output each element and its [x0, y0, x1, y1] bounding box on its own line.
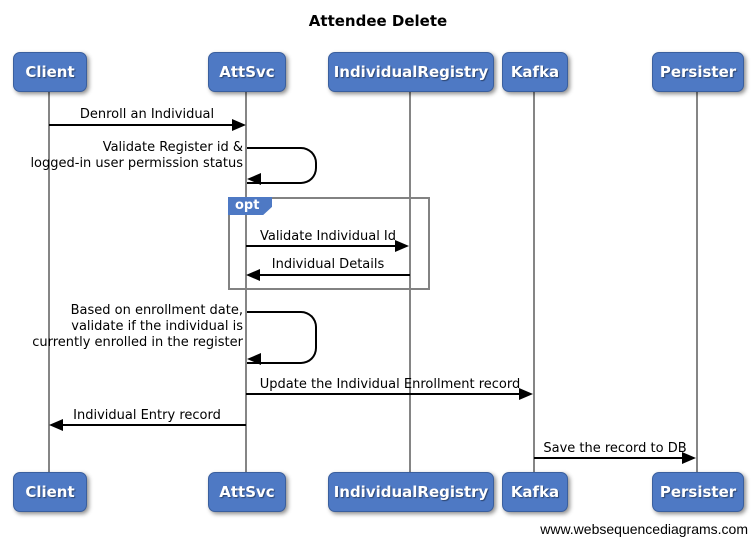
- arrowhead-right: [519, 388, 533, 400]
- actor-box-client-top: Client: [13, 52, 87, 92]
- arrowhead-left: [246, 269, 260, 281]
- message-label: Individual Details: [271, 257, 385, 272]
- actor-label: Persister: [659, 63, 737, 81]
- actor-label: IndividualRegistry: [333, 483, 489, 501]
- watermark-text: www.websequencediagrams.com: [540, 521, 748, 537]
- opt-fragment: opt: [228, 197, 430, 290]
- message-label: Denroll an Individual: [79, 107, 215, 122]
- message-line: [260, 274, 410, 276]
- actor-box-persister-bottom: Persister: [652, 472, 744, 512]
- arrowhead-left: [247, 173, 261, 185]
- self-message-label: Based on enrollment date, validate if th…: [32, 303, 243, 351]
- actor-label: Kafka: [510, 63, 560, 81]
- message-line: [49, 124, 234, 126]
- lifeline-kafka: [533, 92, 535, 472]
- self-message-line1: Validate Register id &: [102, 140, 243, 155]
- actor-box-kafka-top: Kafka: [502, 52, 568, 92]
- self-message-line2: logged-in user permission status: [30, 156, 243, 171]
- actor-box-attsvc-top: AttSvc: [208, 52, 286, 92]
- arrowhead-right: [682, 452, 696, 464]
- actor-label: AttSvc: [219, 483, 275, 501]
- actor-label: Persister: [659, 483, 737, 501]
- lifeline-client: [48, 92, 50, 472]
- actor-label: IndividualRegistry: [333, 63, 489, 81]
- actor-box-individual-registry-bottom: IndividualRegistry: [328, 472, 494, 512]
- message-line: [246, 245, 396, 247]
- self-message-loop: [247, 311, 317, 364]
- message-label: Update the Individual Enrollment record: [259, 377, 521, 392]
- arrowhead-left: [247, 353, 261, 365]
- actor-box-attsvc-bottom: AttSvc: [208, 472, 286, 512]
- opt-fragment-label: opt: [228, 197, 272, 215]
- actor-label: Client: [25, 63, 75, 81]
- message-label: Individual Entry record: [73, 408, 221, 423]
- self-message-line2: validate if the individual is: [71, 319, 243, 334]
- actor-label: Kafka: [510, 483, 560, 501]
- message-label: Save the record to DB: [543, 441, 687, 456]
- self-message-label: Validate Register id & logged-in user pe…: [30, 140, 243, 172]
- lifeline-attsvc: [245, 92, 247, 472]
- message-label: Validate Individual Id: [259, 229, 397, 244]
- actor-box-client-bottom: Client: [13, 472, 87, 512]
- arrowhead-right: [395, 240, 409, 252]
- arrowhead-left: [49, 419, 63, 431]
- lifeline-individual-registry: [409, 92, 411, 472]
- message-line: [246, 393, 520, 395]
- self-message-line1: Based on enrollment date,: [70, 303, 243, 318]
- actor-label: Client: [25, 483, 75, 501]
- arrowhead-right: [232, 119, 246, 131]
- actor-box-persister-top: Persister: [652, 52, 744, 92]
- actor-box-kafka-bottom: Kafka: [502, 472, 568, 512]
- lifeline-persister: [696, 92, 698, 472]
- actor-label: AttSvc: [219, 63, 275, 81]
- self-message-line3: currently enrolled in the register: [32, 335, 243, 350]
- diagram-title: Attendee Delete: [308, 12, 448, 30]
- message-line: [534, 457, 683, 459]
- actor-box-individual-registry-top: IndividualRegistry: [328, 52, 494, 92]
- message-line: [63, 424, 246, 426]
- self-message-loop: [247, 147, 317, 184]
